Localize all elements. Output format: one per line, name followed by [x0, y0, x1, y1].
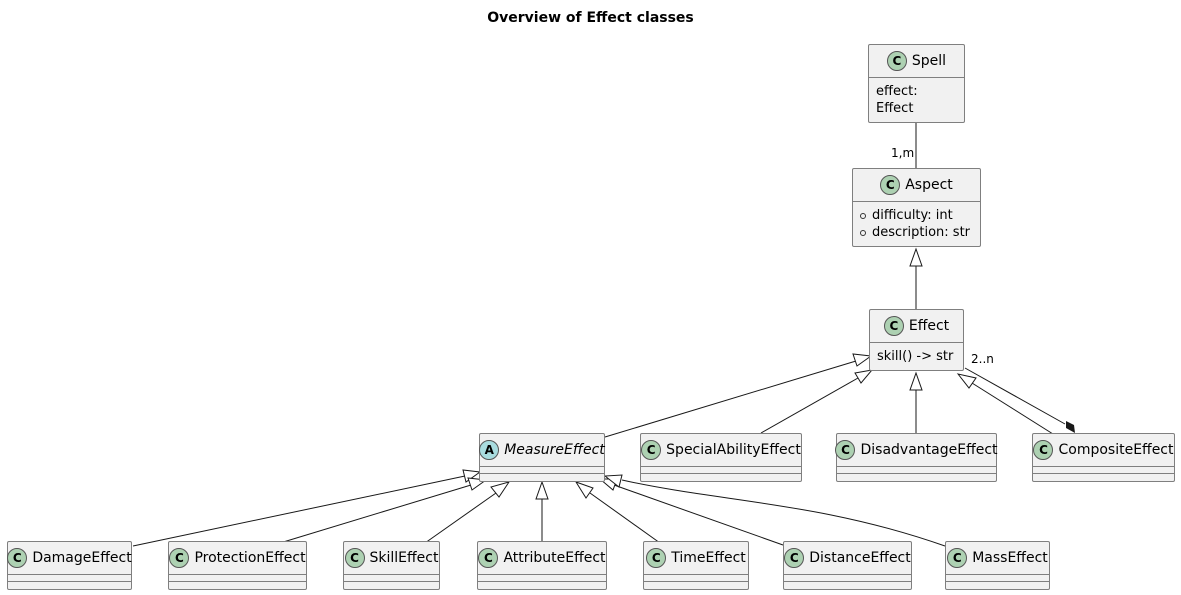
class-badge-icon: C: [478, 548, 499, 568]
abstract-badge-icon: A: [479, 440, 500, 460]
composite-diamond: [1066, 421, 1075, 433]
mass-measure-line: [621, 479, 946, 547]
damage-inherit-arrow: [462, 469, 482, 483]
class-badge-icon: C: [344, 548, 365, 568]
class-name: SpecialAbilityEffect: [666, 442, 801, 458]
protection-measure-line: [279, 484, 472, 544]
method-section: skill() -> str: [870, 343, 963, 370]
class-badge-icon: C: [1033, 440, 1054, 460]
class-badge-icon: C: [169, 548, 190, 568]
attribute-section: difficulty: int description: str: [853, 202, 980, 246]
class-name: Spell: [911, 53, 947, 69]
attribute-section: effect: Effect: [869, 78, 964, 122]
composite-inherit-line: [971, 382, 1054, 435]
class-name: CompositeEffect: [1058, 442, 1174, 458]
disadvantage-inherit-arrow: [909, 371, 923, 391]
special-inherit-arrow: [854, 369, 874, 384]
aspect-inherit-arrow: [909, 247, 923, 267]
public-visibility-icon: [860, 212, 866, 219]
class-badge-icon: C: [646, 548, 667, 568]
skill-inherit-arrow: [490, 481, 511, 498]
method: skill() -> str: [877, 349, 954, 364]
class-badge-icon: C: [886, 51, 907, 71]
class-badge-icon: C: [947, 548, 968, 568]
attribute: difficulty: int: [872, 208, 953, 223]
class-name: ProtectionEffect: [194, 550, 306, 566]
skill-measure-line: [424, 492, 497, 544]
attribute-inherit-arrow: [535, 480, 549, 500]
class-name: MeasureEffect: [504, 442, 605, 458]
measure-effect-line: [604, 360, 857, 438]
time-inherit-arrow: [574, 481, 594, 499]
class-name: SkillEffect: [369, 550, 439, 566]
time-measure-line: [589, 492, 661, 544]
attribute: effect: Effect: [876, 84, 918, 116]
public-visibility-icon: [860, 229, 866, 236]
class-name: AttributeEffect: [503, 550, 606, 566]
mass-inherit-arrow: [603, 474, 623, 488]
class-badge-icon: C: [880, 175, 901, 195]
effect-composite-line: [964, 367, 1066, 425]
class-badge-icon: C: [784, 548, 805, 568]
damage-measure-line: [132, 475, 466, 547]
multiplicity-effect-composite: 2..n: [971, 352, 994, 366]
distance-measure-line: [613, 484, 784, 546]
class-badge-icon: C: [835, 440, 856, 460]
measure-inherit-arrow: [852, 353, 873, 367]
class-name: DistanceEffect: [809, 550, 911, 566]
class-name: Aspect: [905, 177, 953, 193]
class-badge-icon: C: [883, 316, 904, 336]
multiplicity-spell-aspect: 1,m: [891, 146, 915, 160]
class-badge-icon: C: [7, 548, 28, 568]
attribute: description: str: [872, 225, 971, 240]
class-badge-icon: C: [641, 440, 662, 460]
class-name: DamageEffect: [32, 550, 132, 566]
class-name: DisadvantageEffect: [860, 442, 998, 458]
class-name: TimeEffect: [671, 550, 746, 566]
class-name: MassEffect: [972, 550, 1048, 566]
composite-inherit-arrow: [956, 373, 977, 389]
diagram-title: Overview of Effect classes: [487, 10, 694, 26]
class-name: Effect: [908, 318, 950, 334]
special-effect-line: [760, 377, 859, 434]
